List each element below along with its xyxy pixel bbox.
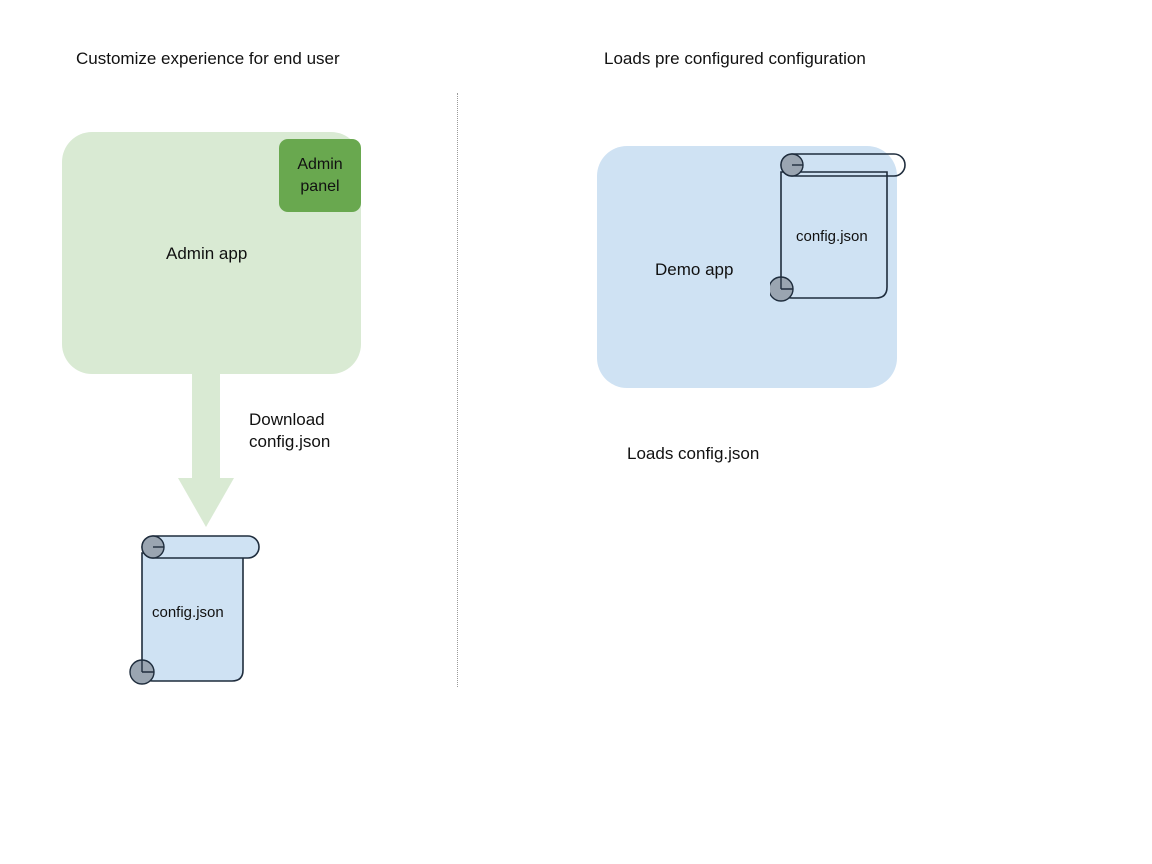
admin-panel-badge[interactable]: Admin panel [279, 139, 361, 212]
demo-app-box[interactable] [597, 146, 897, 388]
download-arrow-label: Download config.json [249, 410, 331, 451]
left-column-heading: Customize experience for end user [76, 49, 340, 68]
column-divider [457, 93, 458, 687]
admin-app-label: Admin app [166, 244, 248, 263]
admin-panel-label: Admin panel [297, 155, 343, 195]
download-arrow-icon [178, 370, 234, 527]
config-json-label-left: config.json [152, 604, 224, 621]
right-column-heading: Loads pre configured configuration [604, 49, 866, 68]
config-json-label-right: config.json [796, 228, 868, 245]
config-json-document-right[interactable] [768, 152, 912, 308]
loads-config-caption: Loads config.json [627, 444, 760, 463]
demo-app-label: Demo app [655, 260, 734, 279]
config-json-document-left[interactable] [118, 528, 268, 692]
